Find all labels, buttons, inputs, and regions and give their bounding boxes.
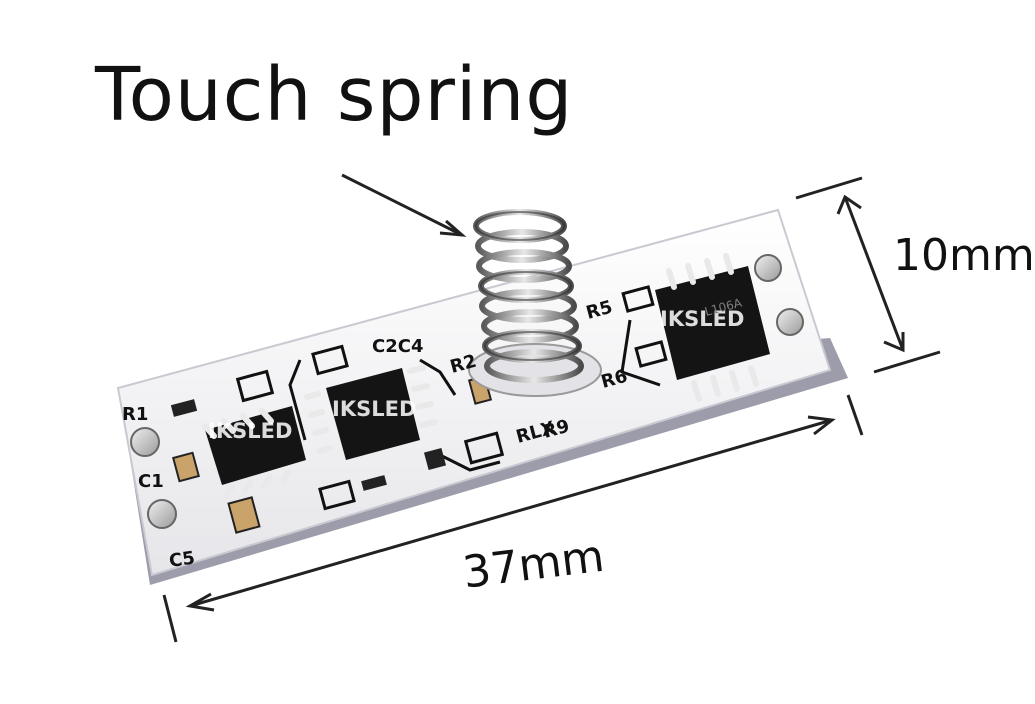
product-photo: R1 C1 C5 C2C4 R2 R5 R6 R9 RLX IKSLED IKS… [95,52,1035,643]
silk-c5: C5 [168,548,196,572]
ic-right [655,253,770,402]
width-dimension-label: 10mm [893,230,1035,281]
spring-shadow [475,211,580,361]
touch-spring-label: Touch spring [95,52,574,138]
watermark-right: IKSLED [660,307,744,331]
ic-center [304,365,438,460]
pcb-traces [235,285,668,511]
silk-r1: R1 [122,404,148,425]
pad-right-bottom [776,308,804,336]
dimension-lines [162,176,941,643]
smd-components [170,375,493,534]
pad-left-top [130,427,160,457]
callout-arrow [341,173,467,237]
pad-left-bottom [147,499,177,529]
watermark-left: IKSLED [208,419,292,443]
solder-pads [130,254,804,529]
watermark-center: IKSLED [332,397,416,421]
silkscreen-labels: R1 C1 C5 C2C4 R2 R5 R6 R9 RLX [122,297,630,572]
silk-c2c4: C2C4 [372,336,423,357]
board-illustration: R1 C1 C5 C2C4 R2 R5 R6 R9 RLX IKSLED IKS… [116,173,941,643]
silk-c1: C1 [138,471,164,492]
pad-right-top [754,254,782,282]
ic-left [202,406,306,499]
watermarks: IKSLED IKSLED IKSLED [208,307,744,443]
